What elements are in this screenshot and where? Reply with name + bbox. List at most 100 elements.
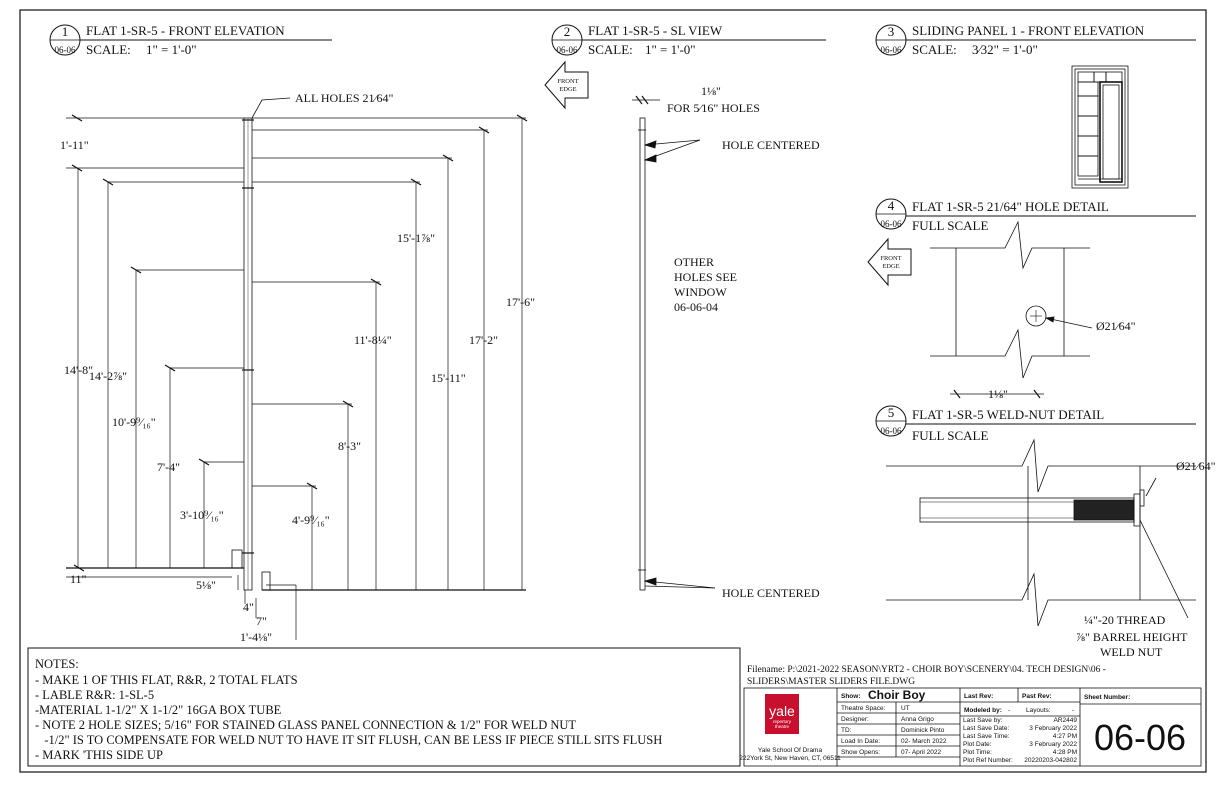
svg-text:02- March 2022: 02- March 2022 (901, 738, 947, 745)
svg-text:8'-3": 8'-3" (338, 439, 361, 453)
sheet-number-label: Sheet Number: (1084, 694, 1130, 701)
svg-text:FRONT: FRONT (880, 255, 901, 262)
svg-text:3: 3 (888, 24, 895, 39)
svg-text:Show Opens:: Show Opens: (841, 749, 880, 756)
svg-text:FLAT 1-SR-5 WELD-NUT DETAIL: FLAT 1-SR-5 WELD-NUT DETAIL (912, 407, 1104, 422)
svg-text:14'-8": 14'-8" (64, 363, 93, 377)
hole-detail-drawing (930, 220, 1093, 399)
svg-text:3 February 2022: 3 February 2022 (1029, 725, 1077, 732)
svg-text:1" = 1'-0": 1" = 1'-0" (645, 42, 696, 57)
show-label: Show: (841, 693, 861, 700)
modeled-by-label: Modeled by: (964, 707, 1002, 714)
front-edge-arrow: FRONT EDGE (544, 60, 589, 110)
svg-text:- NOTE 2 HOLE SIZES; 5/16" FOR: - NOTE 2 HOLE SIZES; 5/16" FOR STAINED G… (35, 718, 576, 732)
weld-nut-thread: ¼"-20 THREAD (1084, 613, 1166, 627)
svg-text:FRONT: FRONT (557, 78, 578, 85)
svg-text:FLAT 1-SR-5 - SL VIEW: FLAT 1-SR-5 - SL VIEW (588, 23, 723, 38)
filename: Filename: P:\2021-2022 SEASON\YRT2 - CHO… (747, 665, 1106, 687)
other-holes-note: OTHER HOLES SEE WINDOW 06-06-04 (674, 255, 737, 314)
svg-text:7": 7" (256, 614, 267, 628)
view-sheet: 06-06 (55, 45, 76, 55)
svg-text:SCALE:: SCALE: (588, 42, 633, 57)
hole-centered-top: HOLE CENTERED (722, 138, 820, 152)
notes: NOTES: - MAKE 1 OF THIS FLAT, R&R, 2 TOT… (35, 657, 662, 762)
svg-text:Plot Ref Number:: Plot Ref Number: (963, 757, 1013, 764)
view-title-4: 4 06-06 FLAT 1-SR-5 21/64" HOLE DETAIL F… (875, 198, 1196, 233)
svg-text:10'-9⁹⁄₁₆": 10'-9⁹⁄₁₆" (112, 415, 156, 429)
past-rev-label: Past Rev: (1022, 693, 1052, 700)
school-name: Yale School Of Drama (758, 747, 823, 754)
svg-text:06-06: 06-06 (881, 426, 902, 436)
svg-text:17'-6": 17'-6" (506, 295, 535, 309)
svg-text:5⅛": 5⅛" (196, 578, 216, 592)
svg-text:7'-4": 7'-4" (157, 460, 180, 474)
svg-text:- MARK 'THIS SIDE UP: - MARK 'THIS SIDE UP (35, 748, 163, 762)
svg-text:Last Save Date:: Last Save Date: (963, 725, 1009, 732)
svg-text:HOLES SEE: HOLES SEE (674, 270, 737, 284)
svg-text:WINDOW: WINDOW (674, 285, 727, 299)
svg-text:EDGE: EDGE (882, 263, 899, 270)
elevation-dimension-labels: 1'-11" 14'-8" 14'-2⅞" 10'-9⁹⁄₁₆" 7'-4" 3… (60, 138, 535, 644)
svg-text:Last Save by:: Last Save by: (963, 717, 1003, 724)
weld-nut-drawing (886, 438, 1196, 627)
svg-text:Filename: P:\2021-2022 SEASON\: Filename: P:\2021-2022 SEASON\YRT2 - CHO… (747, 665, 1106, 675)
sl-top-dim: 1⅛" (701, 84, 721, 98)
svg-text:Load In Date:: Load In Date: (841, 738, 880, 745)
layouts-label: Layouts: (1026, 707, 1051, 714)
svg-text:theatre: theatre (775, 724, 790, 729)
svg-text:11'-8¼": 11'-8¼" (354, 333, 392, 347)
svg-text:TD:: TD: (841, 727, 852, 734)
svg-text:06-06: 06-06 (881, 45, 902, 55)
svg-text:Plot Time:: Plot Time: (963, 749, 992, 756)
school-address: 222York St, New Haven, CT, 06511 (739, 755, 841, 762)
view-title-3: 3 06-06 SLIDING PANEL 1 - FRONT ELEVATIO… (875, 23, 1196, 57)
svg-text:FULL SCALE: FULL SCALE (912, 218, 988, 233)
svg-text:Last Save Time:: Last Save Time: (963, 733, 1010, 740)
svg-text:UT: UT (901, 705, 910, 712)
hole-detail-width: 1⅛" (988, 387, 1008, 401)
svg-text:Designer:: Designer: (841, 716, 869, 723)
svg-text:17'-2": 17'-2" (469, 333, 498, 347)
svg-text:-MATERIAL 1-1/2" X 1-1/2" 16GA: -MATERIAL 1-1/2" X 1-1/2" 16GA BOX TUBE (35, 703, 282, 717)
svg-text:4: 4 (888, 198, 895, 213)
svg-text:SCALE:: SCALE: (912, 42, 957, 57)
svg-text:-1/2" IS TO COMPENSATE FOR WEL: -1/2" IS TO COMPENSATE FOR WELD NUT TO H… (35, 733, 662, 747)
weld-nut-dia: Ø21⁄64" (1176, 459, 1216, 473)
svg-text:- MAKE 1 OF THIS FLAT, R&R, 2: - MAKE 1 OF THIS FLAT, R&R, 2 TOTAL FLAT… (35, 673, 298, 687)
svg-text:3 February 2022: 3 February 2022 (1029, 741, 1077, 748)
weld-nut-barrel: ⅞" BARREL HEIGHT (1076, 630, 1188, 644)
title-block-rows: Theatre Space: UT Designer: Anna Grigo T… (841, 705, 947, 756)
svg-text:- LABLE R&R: 1-SL-5: - LABLE R&R: 1-SL-5 (35, 688, 154, 702)
svg-text:Plot Date:: Plot Date: (963, 741, 992, 748)
svg-text:repertory: repertory (773, 719, 792, 724)
svg-text:2: 2 (564, 24, 571, 39)
svg-text:4:27 PM: 4:27 PM (1053, 733, 1077, 740)
svg-text:06-06: 06-06 (557, 45, 578, 55)
svg-text:AR2449: AR2449 (1054, 717, 1078, 724)
view-title-1: 1 06-06 FLAT 1-SR-5 - FRONT ELEVATION SC… (49, 23, 332, 57)
logo-text: yale repertory theatre (769, 703, 795, 729)
svg-text:11": 11" (70, 572, 87, 586)
front-elevation-drawing (231, 97, 291, 591)
svg-text:20220203-042802: 20220203-042802 (1024, 757, 1077, 764)
view-scale-label: SCALE: (86, 42, 131, 57)
svg-text:SLIDING PANEL 1 - FRONT ELEVAT: SLIDING PANEL 1 - FRONT ELEVATION (912, 23, 1145, 38)
hole-centered-bottom: HOLE CENTERED (722, 586, 820, 600)
hole-detail-dia: Ø21⁄64" (1096, 319, 1136, 333)
show-name: Choir Boy (868, 688, 926, 702)
svg-text:14'-2⅞": 14'-2⅞" (89, 369, 127, 383)
svg-text:15'-1⅞": 15'-1⅞" (397, 231, 435, 245)
title-block (743, 687, 1202, 767)
all-holes-label: ALL HOLES 21⁄64" (295, 91, 394, 105)
svg-text:FULL SCALE: FULL SCALE (912, 428, 988, 443)
front-edge-arrow-2: FRONT EDGE (867, 237, 912, 287)
svg-text:4:28 PM: 4:28 PM (1053, 749, 1077, 756)
svg-text:EDGE: EDGE (559, 86, 576, 93)
modeled-by-value: - (1008, 707, 1010, 714)
svg-text:NOTES:: NOTES: (35, 657, 79, 671)
right-dimension-lines (252, 114, 528, 591)
svg-text:OTHER: OTHER (674, 255, 714, 269)
svg-text:3⁄32" = 1'-0": 3⁄32" = 1'-0" (972, 42, 1038, 57)
sheet-number: 06-06 (1094, 717, 1186, 758)
